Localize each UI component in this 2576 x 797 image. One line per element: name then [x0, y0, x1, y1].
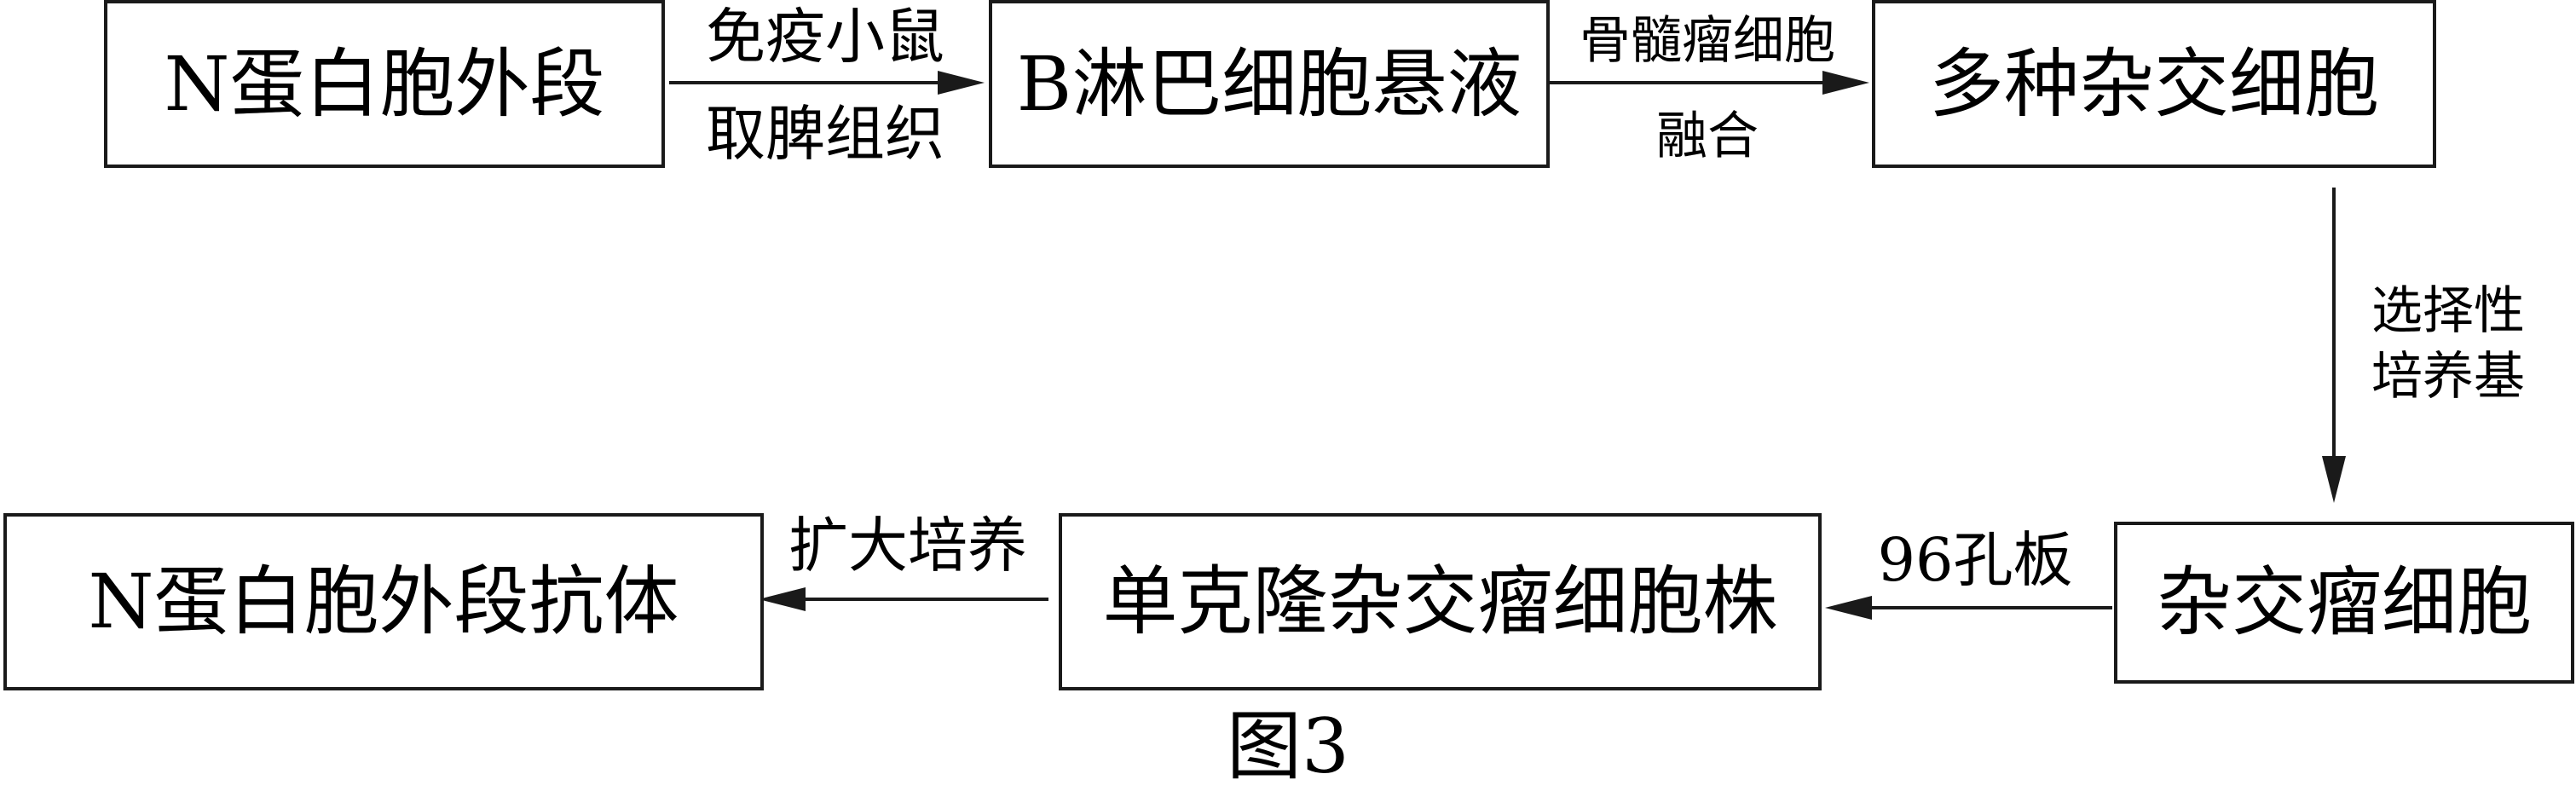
edge-immunize-top-label: 免疫小鼠 — [706, 2, 944, 72]
arrow-plate — [1825, 596, 2112, 620]
node-b-cells: B淋巴细胞悬液 — [989, 0, 1550, 168]
arrow-selection — [2322, 188, 2346, 503]
edge-plate-label: 96孔板 — [1877, 525, 2073, 595]
node-hybridoma-label: 杂交瘤细胞 — [2156, 558, 2532, 646]
node-mono-clone-label: 单克隆杂交瘤细胞株 — [1102, 557, 1778, 645]
node-n-protein: N蛋白胞外段 — [104, 0, 665, 168]
node-antibody-label: N蛋白胞外段抗体 — [88, 557, 679, 645]
edge-immunize-bottom-label: 取脾组织 — [706, 99, 944, 169]
node-mono-clone: 单克隆杂交瘤细胞株 — [1059, 513, 1822, 690]
node-hybrids: 多种杂交细胞 — [1872, 0, 2436, 168]
edge-fusion-top-label: 骨髓瘤细胞 — [1580, 11, 1835, 71]
arrow-expand — [759, 587, 1048, 611]
figure-caption: 图3 — [1227, 702, 1349, 790]
arrow-immunize — [669, 71, 985, 95]
edge-selection-label-line2: 培养基 — [2371, 347, 2525, 407]
edge-selection-label-line1: 选择性 — [2371, 281, 2525, 341]
node-n-protein-label: N蛋白胞外段 — [164, 39, 605, 128]
node-antibody: N蛋白胞外段抗体 — [3, 513, 764, 690]
node-b-cells-label: B淋巴细胞悬液 — [1016, 39, 1522, 128]
edge-fusion-bottom-label: 融合 — [1656, 107, 1759, 166]
node-hybrids-label: 多种杂交细胞 — [1928, 39, 2379, 128]
node-hybridoma: 杂交瘤细胞 — [2114, 522, 2574, 684]
edge-expand-label: 扩大培养 — [788, 511, 1027, 580]
arrow-fusion — [1550, 71, 1869, 95]
